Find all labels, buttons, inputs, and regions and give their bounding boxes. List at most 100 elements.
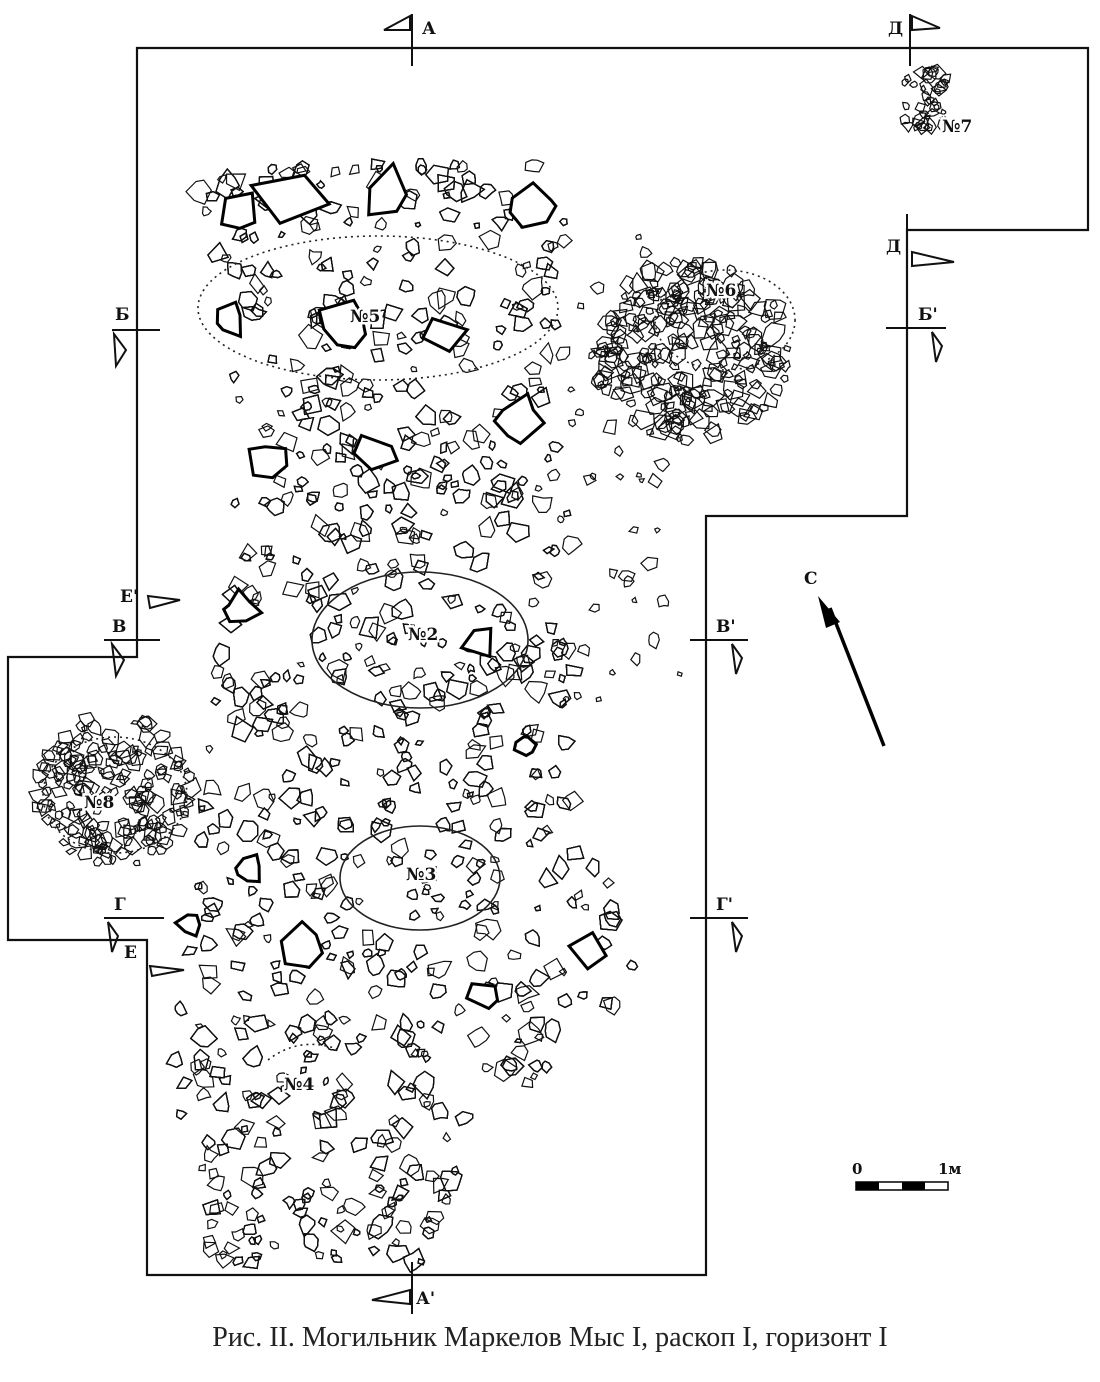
stone	[51, 740, 70, 754]
stone	[248, 1236, 256, 1246]
stone	[329, 1093, 347, 1110]
stone	[524, 159, 545, 173]
stone	[494, 827, 512, 842]
stone	[307, 307, 318, 319]
stone	[683, 261, 702, 278]
stone	[335, 1072, 354, 1093]
stone	[296, 788, 314, 807]
stone	[410, 331, 426, 345]
stone	[698, 276, 712, 291]
stone	[783, 344, 792, 353]
stone	[348, 164, 360, 176]
stone	[547, 689, 572, 709]
stone	[540, 287, 551, 296]
stone	[289, 358, 306, 373]
stone	[156, 836, 174, 850]
stone	[209, 1202, 225, 1214]
stone	[320, 343, 332, 353]
stone	[702, 404, 719, 418]
stone	[541, 1060, 553, 1074]
stone	[339, 401, 356, 422]
stone	[292, 872, 306, 882]
stone	[639, 259, 657, 281]
stone	[240, 264, 257, 278]
stone	[267, 163, 278, 176]
stone	[466, 871, 482, 886]
stone	[154, 843, 168, 856]
stone	[438, 409, 453, 424]
stone	[231, 715, 254, 743]
stone	[442, 410, 462, 426]
stone	[352, 433, 400, 472]
stone	[933, 103, 940, 111]
stone	[673, 294, 681, 304]
stone	[745, 326, 763, 350]
stone	[296, 745, 318, 771]
stone	[609, 568, 619, 580]
stone	[447, 595, 456, 604]
stone	[369, 1155, 389, 1172]
stone	[97, 766, 105, 775]
stone	[663, 401, 675, 410]
stone	[531, 571, 553, 589]
stone	[308, 248, 323, 266]
stone	[650, 382, 673, 403]
stone	[711, 323, 724, 337]
stone	[282, 581, 305, 598]
stone	[310, 892, 322, 899]
stone	[658, 300, 676, 317]
stone	[639, 245, 653, 258]
stone	[521, 724, 532, 736]
stone	[416, 1048, 426, 1058]
stone	[476, 754, 494, 771]
stone	[54, 810, 64, 821]
stone	[476, 754, 494, 771]
stone	[410, 365, 418, 373]
stone	[77, 711, 95, 728]
stone	[429, 983, 447, 999]
stone	[429, 695, 446, 712]
stone	[125, 751, 141, 772]
stone	[291, 406, 311, 422]
stone	[207, 241, 229, 263]
stone	[657, 376, 667, 386]
stone	[660, 402, 668, 413]
stone	[212, 642, 230, 667]
stone	[242, 1255, 260, 1270]
stone	[476, 754, 494, 771]
stone	[367, 985, 383, 1000]
stone	[543, 670, 557, 679]
stone	[522, 260, 532, 270]
stone	[692, 307, 708, 321]
stone	[625, 323, 645, 345]
stone	[523, 361, 542, 376]
stone	[669, 256, 682, 268]
stone	[301, 1192, 312, 1204]
stone	[278, 787, 302, 810]
stone	[551, 854, 570, 881]
stone	[390, 1024, 412, 1047]
stone	[438, 207, 461, 223]
stone	[405, 1082, 417, 1093]
stone	[408, 526, 421, 540]
stone	[543, 262, 559, 280]
stone	[726, 264, 738, 278]
stone	[132, 859, 141, 867]
stone	[75, 719, 86, 733]
stone	[83, 832, 101, 848]
stone	[189, 1024, 219, 1048]
stone	[233, 1027, 249, 1041]
stone	[679, 301, 699, 316]
stone	[417, 164, 428, 176]
stone	[272, 474, 287, 489]
stone	[311, 597, 323, 614]
stone	[530, 728, 545, 743]
stone	[520, 1000, 535, 1013]
stone	[590, 346, 609, 358]
pit-outline-3	[339, 825, 501, 931]
stone	[372, 330, 391, 346]
stone	[566, 930, 609, 971]
stone	[513, 1038, 522, 1044]
stone	[317, 298, 368, 350]
stone	[233, 686, 250, 708]
